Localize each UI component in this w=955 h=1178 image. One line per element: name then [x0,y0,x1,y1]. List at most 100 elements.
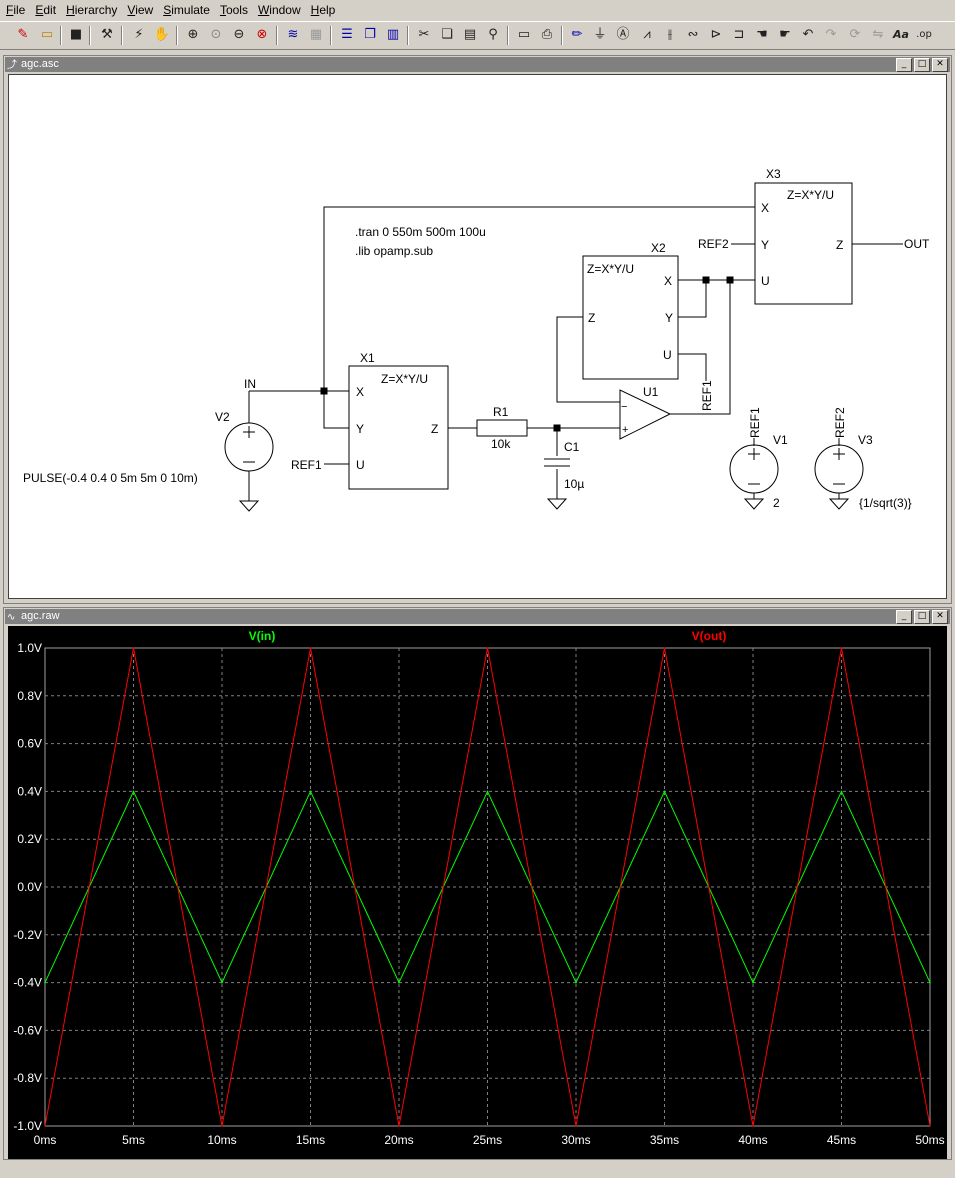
c1-label[interactable]: C1 [564,440,580,454]
v2-value[interactable]: PULSE(-0.4 0.4 0 5m 5m 0 10m) [23,471,198,485]
print-icon[interactable]: ⎙ [541,27,553,42]
diode-icon[interactable]: ⊳ [710,27,722,42]
print-setup-icon[interactable]: ▭ [517,27,531,42]
zoom-cancel-icon[interactable]: ⊗ [256,27,268,42]
close-button[interactable]: ✕ [932,58,948,72]
vout-point [132,647,135,649]
cascade-icon[interactable]: ❐ [364,27,376,42]
menu-simulate[interactable]: Simulate [163,3,210,17]
capacitor-icon[interactable]: ⫲ [667,27,673,42]
new-schematic-icon[interactable]: ✎ [17,27,29,42]
menu-view[interactable]: View [127,3,154,17]
v3-label[interactable]: V3 [858,433,873,447]
vout-point [752,1125,754,1127]
menu-hierarchy[interactable]: Hierarchy [66,3,118,17]
r1-value[interactable]: 10k [491,437,511,451]
close-button[interactable]: ✕ [932,610,948,624]
legend-vin[interactable]: V(in) [249,629,276,643]
x3-label[interactable]: X3 [766,167,781,181]
autorange-icon[interactable]: ≋ [287,27,299,42]
fft-icon[interactable]: ▦ [309,27,323,42]
vout-point [398,1125,400,1127]
redo-icon[interactable]: ↷ [825,27,837,42]
minimize-button[interactable]: _ [896,610,912,624]
waveform-titlebar[interactable]: ∿ agc.raw _ □ ✕ [5,609,950,624]
tile-vertical-icon[interactable]: ▥ [386,27,400,42]
x1-label[interactable]: X1 [360,351,375,365]
save-icon[interactable]: ■ [69,27,83,42]
menu-edit[interactable]: Edit [35,3,57,17]
net-out-label[interactable]: OUT [904,237,930,251]
control-panel-icon[interactable]: ⚒ [101,27,113,42]
v1-net-ref1[interactable]: REF1 [748,407,762,438]
net-in-label[interactable]: IN [244,377,256,391]
vin-point [575,981,577,984]
v3-net-ref2[interactable]: REF2 [833,407,847,438]
halt-icon[interactable]: ✋ [153,27,171,42]
menu-help[interactable]: Help [310,3,336,17]
v3-value[interactable]: {1/sqrt(3)} [859,496,912,510]
x-tick-label: 15ms [296,1133,325,1147]
x3-pin-x: X [761,201,769,215]
zoom-in-icon[interactable]: ⊕ [187,27,199,42]
c1-value[interactable]: 10µ [564,477,584,491]
maximize-button[interactable]: □ [914,58,930,72]
drag-icon[interactable]: ☛ [779,27,791,42]
v1-value[interactable]: 2 [773,496,780,510]
mirror-icon[interactable]: ⇋ [872,27,884,42]
legend-vout[interactable]: V(out) [692,629,727,643]
u1-label[interactable]: U1 [643,385,659,399]
vout-point [840,647,843,649]
open-icon[interactable]: ▭ [40,27,54,42]
inductor-icon[interactable]: ∾ [687,27,699,42]
cut-icon[interactable]: ✂ [418,27,430,42]
schematic-titlebar[interactable]: ⤴ agc.asc _ □ ✕ [5,57,950,72]
x2-label[interactable]: X2 [651,241,666,255]
menu-file[interactable]: File [6,3,26,17]
copy-icon[interactable]: ❏ [441,27,453,42]
find-icon[interactable]: ⚲ [488,27,498,42]
paste-icon[interactable]: ▤ [463,27,477,42]
directive-lib[interactable]: .lib opamp.sub [355,244,433,258]
undo-icon[interactable]: ↶ [802,27,814,42]
schematic-canvas[interactable]: .tran 0 550m 500m 100u .lib opamp.sub X1… [8,74,947,599]
net-ref1-x1[interactable]: REF1 [291,458,322,472]
series-vout-line[interactable] [44,647,931,1127]
y-tick-label: 0.0V [17,880,42,894]
minimize-button[interactable]: _ [896,58,912,72]
directive-tran[interactable]: .tran 0 550m 500m 100u [355,225,486,239]
vin-point [44,981,46,984]
y-tick-label: 0.8V [17,689,42,703]
rotate-icon[interactable]: ⟳ [849,27,861,42]
tile-horizontal-icon[interactable]: ☰ [341,27,353,42]
menu-window[interactable]: Window [257,3,301,17]
y-tick-label: 1.0V [17,641,42,655]
x-tick-label: 45ms [827,1133,856,1147]
x-tick-label: 5ms [122,1133,145,1147]
component-icon[interactable]: ⊐ [733,27,745,42]
x2-pin-x: X [664,274,672,288]
ground-icon[interactable]: ⏚ [593,27,607,42]
zoom-out-icon[interactable]: ⊖ [233,27,245,42]
spice-directive-icon[interactable]: .op [916,29,932,40]
x3-formula: Z=X*Y/U [787,188,834,202]
toolbar-separator [407,26,409,45]
v1-label[interactable]: V1 [773,433,788,447]
y-tick-label: -0.8V [13,1071,42,1085]
zoom-pan-icon[interactable]: ⊙ [210,27,222,42]
vin-point [132,790,135,793]
move-icon[interactable]: ☚ [756,27,768,42]
maximize-button[interactable]: □ [914,610,930,624]
run-icon[interactable]: ⚡ [134,27,144,42]
net-ref2-x3[interactable]: REF2 [698,237,729,251]
x-tick-label: 20ms [384,1133,413,1147]
wire-icon[interactable]: ✏ [571,27,583,42]
r1-label[interactable]: R1 [493,405,509,419]
label-icon[interactable]: Ⓐ [616,27,630,42]
resistor-icon[interactable]: ⩘ [643,27,651,42]
v2-label[interactable]: V2 [215,410,230,424]
net-ref1-x2[interactable]: REF1 [700,380,714,411]
menu-tools[interactable]: Tools [219,3,248,17]
text-icon[interactable]: Aa [893,28,909,41]
